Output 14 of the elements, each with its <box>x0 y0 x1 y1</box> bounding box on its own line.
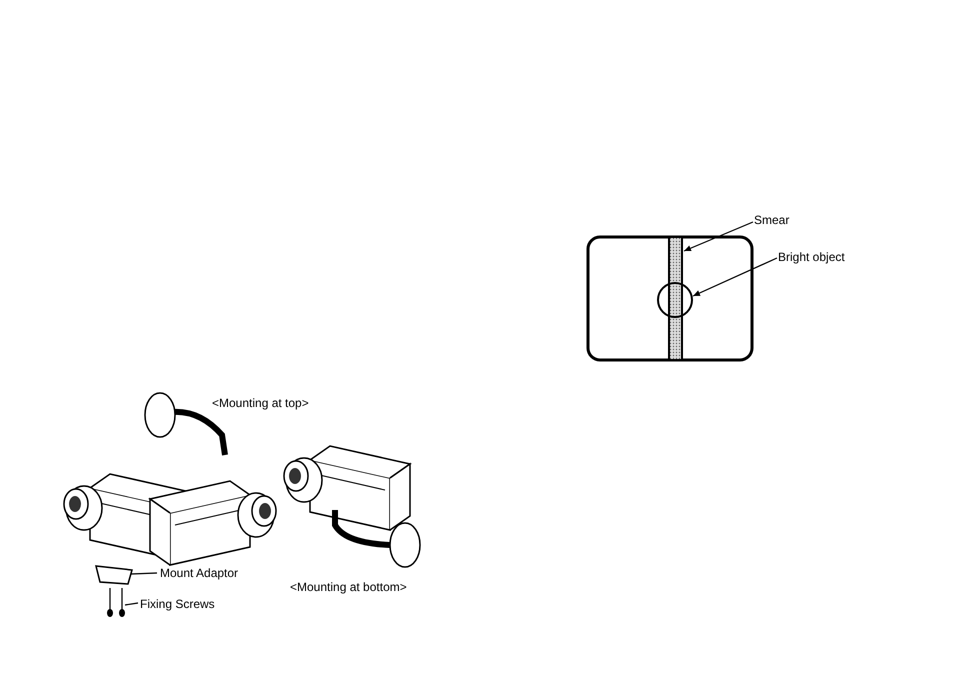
callout-label: Smear <box>754 213 790 227</box>
callout-label: Fixing Screws <box>140 597 215 611</box>
leader-line <box>130 572 158 575</box>
smear-band <box>668 236 683 361</box>
leader-line <box>124 602 138 606</box>
callout-label: Bright object <box>778 250 845 264</box>
leader-line <box>692 257 778 297</box>
mount-adaptor-bracket <box>95 565 133 585</box>
fixing-screws <box>107 588 125 617</box>
bright-object-circle <box>657 282 693 318</box>
callout-label: Mount Adaptor <box>160 566 238 580</box>
caption-label: <Mounting at top> <box>212 396 309 410</box>
caption-label: <Mounting at bottom> <box>290 580 407 594</box>
leader-line <box>684 221 754 252</box>
